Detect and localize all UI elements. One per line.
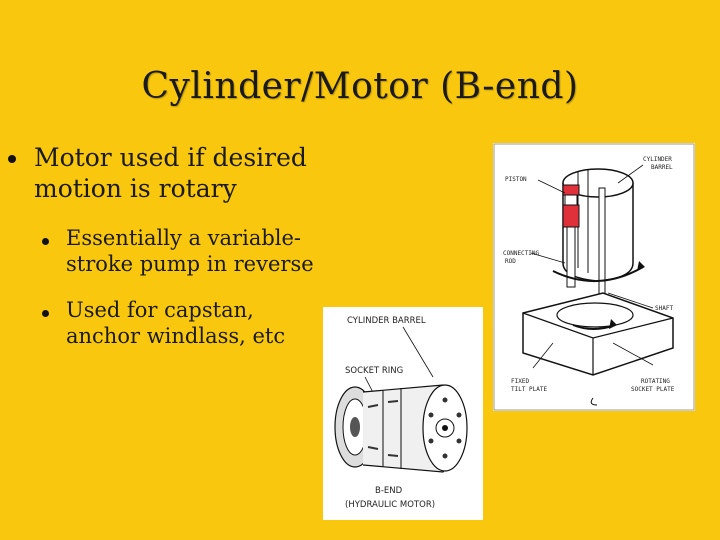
label-cylinder-barrel-1: CYLINDER [643, 156, 672, 163]
sub-bullet-text: Essentially a variable- stroke pump in r… [66, 225, 314, 278]
bullet-line-2: motion is rotary [34, 174, 237, 204]
label-rotating-socket-1: ROTATING [641, 378, 670, 385]
label-socket-ring: SOCKET RING [345, 366, 403, 376]
piston-motor-diagram: CYLINDER BARREL PISTON CONNECTING ROD SH… [493, 143, 695, 411]
sub-bullet-line-1: Used for capstan, [66, 298, 254, 322]
sub-bullet-line-2: stroke pump in reverse [66, 252, 314, 277]
label-cylinder-barrel: CYLINDER BARREL [347, 316, 426, 326]
label-cylinder-barrel-2: BARREL [651, 164, 673, 171]
bullet-dot [8, 155, 16, 163]
label-connecting-rod-2: ROD [505, 258, 516, 265]
slide-title: Cylinder/Motor (B-end) [141, 66, 579, 107]
label-hydraulic-motor: (HYDRAULIC MOTOR) [345, 500, 435, 510]
label-fixed-tilt-1: FIXED [511, 378, 529, 385]
label-rotating-socket-2: SOCKET PLATE [631, 386, 675, 393]
bullet-text: Motor used if desired motion is rotary [34, 142, 307, 205]
bullet-line-1: Motor used if desired [34, 143, 307, 172]
sub-bullet-text: Used for capstan, anchor windlass, etc [66, 297, 285, 350]
label-shaft: SHAFT [655, 305, 673, 312]
label-fixed-tilt-2: TILT PLATE [511, 386, 548, 393]
sub-bullet-dot [42, 310, 49, 317]
sub-bullet-line-2: anchor windlass, etc [66, 324, 286, 349]
label-connecting-rod-1: CONNECTING [503, 250, 540, 257]
label-b-end: B-END [375, 486, 403, 496]
sub-bullet-dot [42, 238, 49, 245]
sub-bullet-line-1: Essentially a variable- [66, 226, 302, 250]
label-piston: PISTON [505, 176, 527, 183]
b-end-motor-illustration: CYLINDER BARREL SOCKET RING B-END (HYDRA… [323, 307, 483, 520]
